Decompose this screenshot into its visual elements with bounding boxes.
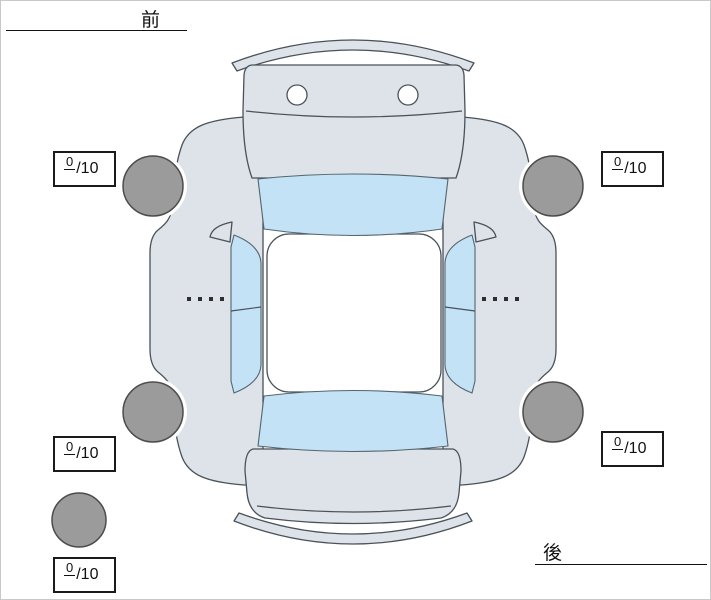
- score-max: /10: [76, 445, 99, 462]
- front-underline: [6, 30, 187, 31]
- right-pillar-line: [444, 306, 476, 312]
- hood: [242, 64, 466, 179]
- front-right-wheel: [522, 155, 584, 217]
- score-box-rear-left[interactable]: 0/10: [53, 436, 116, 472]
- score-value: 0: [64, 154, 76, 170]
- rear-left-wheel: [122, 381, 184, 443]
- right-headlight: [397, 84, 419, 106]
- score-box-rear-right[interactable]: 0/10: [601, 431, 664, 467]
- score-box-front-left[interactable]: 0/10: [53, 151, 116, 187]
- score-box-spare[interactable]: 0/10: [53, 557, 116, 593]
- right-mirror: [473, 221, 497, 243]
- score-value: 0: [612, 154, 624, 170]
- right-windows: [444, 234, 476, 394]
- windshield: [257, 173, 449, 237]
- hood-line: [245, 110, 463, 118]
- front-label: 前: [141, 10, 162, 31]
- score-max: /10: [76, 160, 99, 177]
- score-max: /10: [624, 160, 647, 177]
- front-bumper: [231, 39, 475, 72]
- rear-window: [257, 389, 449, 453]
- left-pillar-line: [230, 306, 262, 312]
- roof: [266, 233, 442, 393]
- score-value: 0: [612, 434, 624, 450]
- spare-tire: [51, 492, 107, 548]
- trunk: [244, 448, 462, 525]
- rear-underline: [535, 564, 707, 565]
- score-max: /10: [76, 566, 99, 583]
- score-value: 0: [64, 560, 76, 576]
- score-box-front-right[interactable]: 0/10: [601, 151, 664, 187]
- trunk-line: [256, 505, 452, 513]
- left-mirror: [209, 221, 233, 243]
- score-max: /10: [624, 440, 647, 457]
- front-left-wheel: [122, 155, 184, 217]
- left-headlight: [286, 84, 308, 106]
- rear-right-wheel: [522, 381, 584, 443]
- left-windows: [230, 234, 262, 394]
- score-value: 0: [64, 439, 76, 455]
- car-left-side: [119, 116, 264, 486]
- car-right-side: [442, 116, 587, 486]
- rear-bumper: [233, 512, 473, 545]
- rear-label: 後: [543, 543, 564, 564]
